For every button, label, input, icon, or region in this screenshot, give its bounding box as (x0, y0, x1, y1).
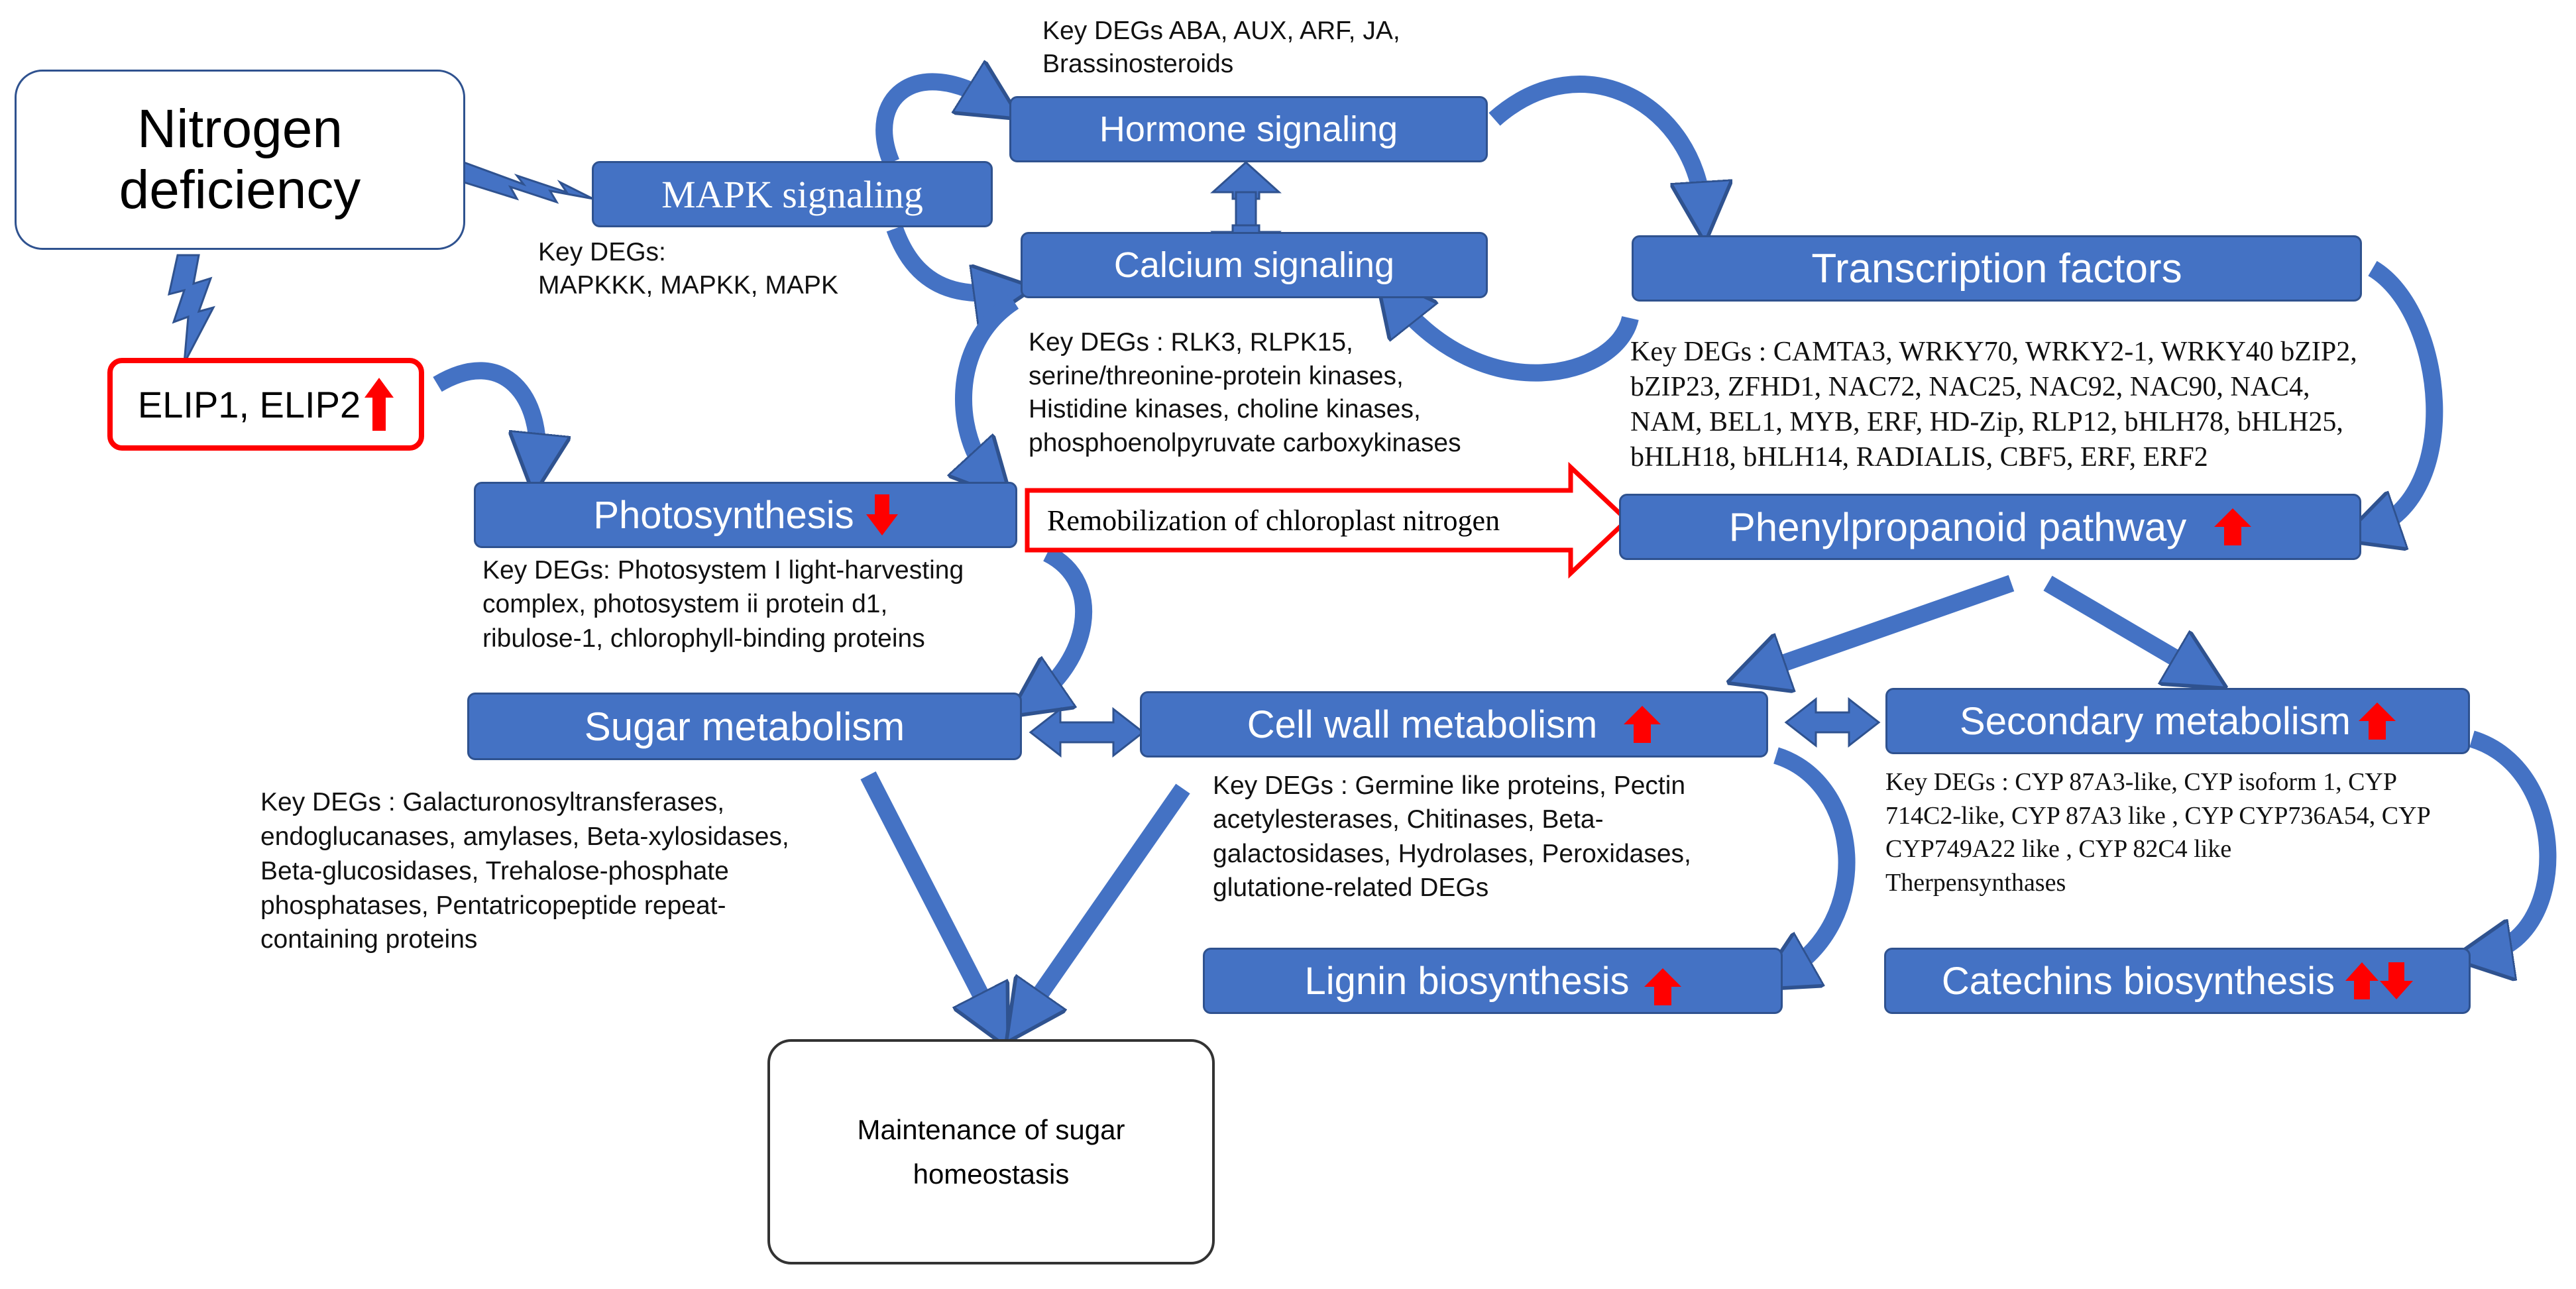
phenylpropanoid-pathway-node: Phenylpropanoid pathway (1619, 494, 2361, 560)
nitrogen-deficiency-node: Nitrogen deficiency (15, 70, 465, 250)
secondary-metabolism-label: Secondary metabolism (1960, 699, 2351, 743)
nitrogen-deficiency-label: Nitrogen deficiency (119, 99, 361, 220)
up-arrow-icon (1644, 968, 1681, 1005)
lightning-arrow-to-mapk (463, 160, 594, 204)
sugar-metabolism-label: Sugar metabolism (584, 704, 905, 749)
photosynthesis-key-degs: Key DEGs: Photosystem I light-harvesting… (482, 556, 964, 653)
calcium-signaling-label: Calcium signaling (1113, 245, 1395, 285)
arrow-cellwall-to-maintenance (1024, 783, 1190, 1017)
arrow-hormone-to-tf (1488, 76, 1703, 212)
tf-key-degs: Key DEGs : CAMTA3, WRKY70, WRKY2-1, WRKY… (1630, 337, 2357, 473)
double-arrow-sugar-cellwall (1029, 706, 1145, 758)
arrow-tf-to-calcium (1395, 298, 1639, 382)
secondary-key-degs: Key DEGs : CYP 87A3-like, CYP isoform 1,… (1885, 768, 2431, 897)
transcription-factors-node: Transcription factors (1632, 235, 2362, 302)
down-arrow-icon (866, 494, 898, 535)
elip-node: ELIP1, ELIP2 (107, 358, 424, 451)
arrow-secondary-to-catechins (2472, 730, 2557, 954)
down-arrow-icon (2380, 962, 2414, 999)
catechins-biosynthesis-node: Catechins biosynthesis (1884, 948, 2471, 1014)
remobilization-label: Remobilization of chloroplast nitrogen (1047, 504, 1500, 537)
double-arrow-cellwall-secondary (1784, 697, 1881, 748)
sugar-metabolism-node: Sugar metabolism (467, 693, 1022, 760)
arrow-photosynthesis-to-sugar (1034, 545, 1093, 699)
lignin-biosynthesis-label: Lignin biosynthesis (1304, 959, 1630, 1003)
arrow-cellwall-to-lignin (1776, 747, 1856, 974)
phenylpropanoid-pathway-label: Phenylpropanoid pathway (1728, 504, 2187, 549)
arrow-phenyl-to-cellwall (1756, 575, 2015, 673)
lignin-biosynthesis-node: Lignin biosynthesis (1203, 948, 1783, 1014)
maintenance-label: Maintenance of sugar homeostasis (857, 1113, 1125, 1190)
arrow-phenyl-to-secondary (2043, 575, 2200, 673)
mapk-signaling-node: MAPK signaling (592, 161, 993, 227)
cell-wall-metabolism-label: Cell wall metabolism (1247, 702, 1598, 746)
up-arrow-icon (2358, 702, 2396, 740)
sugar-key-degs: Key DEGs : Galacturonosyltransferases, e… (260, 788, 789, 954)
elip-label: ELIP1, ELIP2 (137, 383, 361, 425)
maintenance-node: Maintenance of sugar homeostasis (767, 1039, 1215, 1264)
arrow-calcium-to-photosynthesis (964, 294, 1019, 477)
arrow-elip-to-photosynthesis (433, 362, 537, 464)
hormone-key-degs: Key DEGs ABA, AUX, ARF, JA, Brassinoster… (1042, 17, 1400, 78)
remobilization-arrow (1025, 461, 1631, 579)
cell-wall-metabolism-node: Cell wall metabolism (1140, 691, 1768, 757)
photosynthesis-label: Photosynthesis (593, 493, 854, 537)
mapk-signaling-label: MAPK signaling (661, 172, 923, 216)
up-arrow-icon (1624, 706, 1661, 743)
up-arrow-icon (2214, 508, 2252, 545)
cellwall-key-degs: Key DEGs : Germine like proteins, Pectin… (1213, 771, 1691, 903)
secondary-metabolism-node: Secondary metabolism (1885, 688, 2470, 754)
up-arrow-icon (364, 378, 394, 431)
calcium-key-degs: Key DEGs : RLK3, RLPK15, serine/threonin… (1029, 328, 1461, 458)
arrow-tf-to-phenylpropanoid (2369, 260, 2443, 530)
transcription-factors-label: Transcription factors (1811, 245, 2182, 292)
hormone-signaling-node: Hormone signaling (1009, 96, 1488, 162)
mapk-key-degs: Key DEGs: MAPKKK, MAPKK, MAPK (538, 238, 838, 300)
arrow-mapk-to-hormone (875, 82, 994, 166)
catechins-biosynthesis-label: Catechins biosynthesis (1941, 959, 2335, 1003)
arrow-sugar-to-maintenance (860, 771, 994, 1021)
up-arrow-icon (2345, 962, 2379, 999)
calcium-signaling-node: Calcium signaling (1021, 232, 1488, 298)
hormone-signaling-label: Hormone signaling (1099, 109, 1398, 149)
arrow-mapk-to-calcium (886, 225, 1004, 293)
photosynthesis-node: Photosynthesis (474, 482, 1017, 548)
lightning-arrow-to-elip (168, 254, 215, 364)
